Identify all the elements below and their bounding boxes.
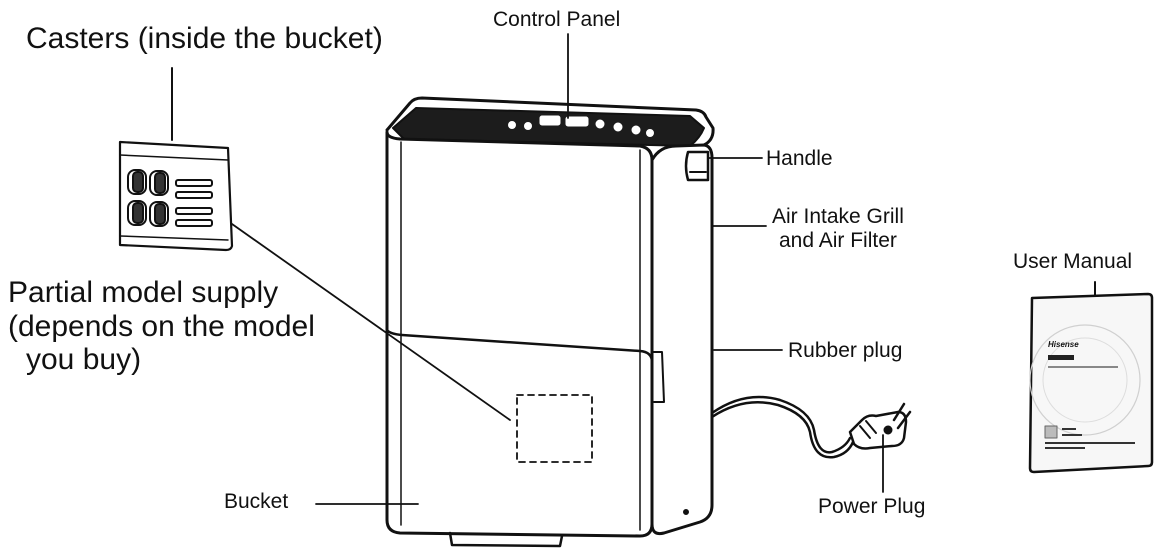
label-air-intake-line2: and Air Filter bbox=[778, 228, 897, 252]
side-handle bbox=[684, 150, 710, 182]
label-air-intake-line1: Air Intake Grill bbox=[772, 205, 904, 228]
bucket-seam bbox=[385, 328, 654, 364]
label-handle: Handle bbox=[766, 147, 833, 170]
unit-side bbox=[650, 143, 714, 536]
power-cord bbox=[710, 395, 855, 459]
top-lid bbox=[385, 96, 715, 147]
leader-lines bbox=[231, 33, 884, 505]
label-air-intake: Air Intake Grill and Air Filter bbox=[772, 205, 904, 252]
label-partial-line1: Partial model supply bbox=[8, 276, 279, 309]
control-buttons bbox=[508, 115, 654, 137]
user-manual-booklet bbox=[1028, 281, 1154, 474]
caster-wheels-icon bbox=[127, 169, 213, 227]
unit-body bbox=[385, 130, 654, 538]
label-rubber-plug: Rubber plug bbox=[788, 339, 903, 362]
casters-inset bbox=[118, 67, 234, 252]
label-control-panel: Control Panel bbox=[493, 8, 621, 31]
power-plug-icon bbox=[848, 402, 912, 450]
label-partial-line2: (depends on the model bbox=[8, 309, 315, 343]
label-casters: Casters (inside the bucket) bbox=[26, 22, 383, 55]
dehumidifier-unit bbox=[385, 96, 715, 548]
label-bucket: Bucket bbox=[224, 490, 289, 513]
manual-cover-brand: Hisense bbox=[1048, 340, 1079, 349]
partial-model-box bbox=[516, 394, 593, 463]
label-power-plug: Power Plug bbox=[818, 495, 926, 518]
label-partial-model: Partial model supply (depends on the mod… bbox=[8, 276, 315, 377]
label-user-manual: User Manual bbox=[1013, 250, 1133, 273]
label-partial-line3: you buy) bbox=[26, 343, 142, 377]
